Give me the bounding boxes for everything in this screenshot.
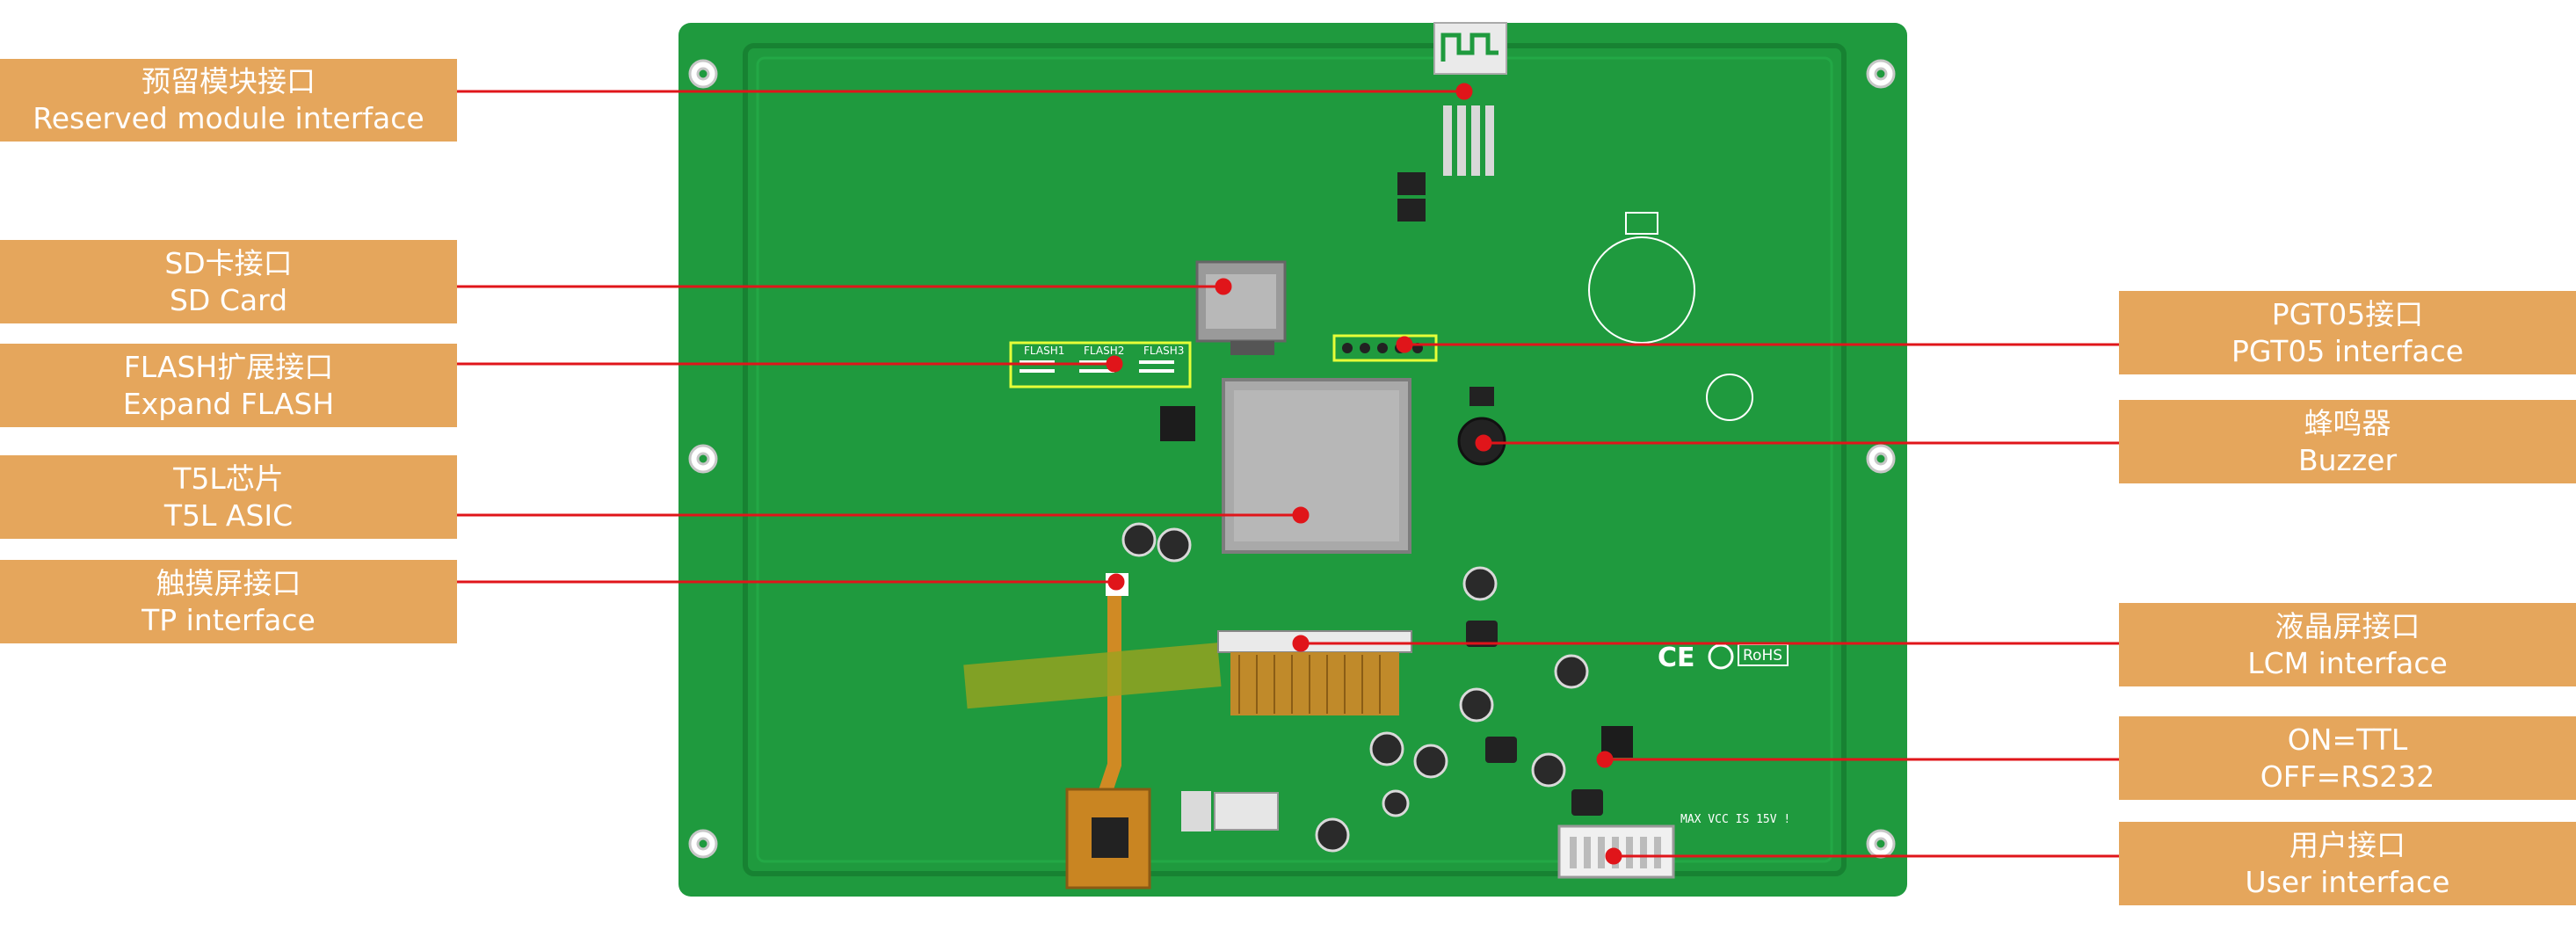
- label-tp-cn: 触摸屏接口: [156, 565, 301, 600]
- pcb-inner-trace: [743, 43, 1847, 876]
- label-user-en: User interface: [2245, 864, 2450, 899]
- flash1-silk: FLASH1: [1024, 345, 1064, 357]
- reserved-module-connector: [1397, 22, 1507, 221]
- flash3-silk: FLASH3: [1143, 345, 1184, 357]
- label-t5l-cn: T5L芯片: [173, 461, 284, 496]
- label-tp: 触摸屏接口 TP interface: [0, 560, 457, 643]
- label-lcm-cn: 液晶屏接口: [2275, 608, 2420, 643]
- label-pgt05: PGT05接口 PGT05 interface: [2119, 291, 2576, 374]
- label-sd-card-en: SD Card: [169, 282, 288, 317]
- label-flash-en: Expand FLASH: [122, 386, 335, 421]
- label-pgt05-en: PGT05 interface: [2231, 333, 2464, 368]
- t5l-chip-shield: [1222, 378, 1411, 554]
- capacitors: [1121, 522, 1589, 853]
- inductors: [1466, 621, 1603, 816]
- flash-expansion-footprints: FLASH1 FLASH2 FLASH3: [1009, 341, 1192, 388]
- label-reserved-module-cn: 预留模块接口: [141, 64, 316, 98]
- label-reserved-module-en: Reserved module interface: [33, 101, 424, 135]
- label-sd-card-cn: SD卡接口: [164, 245, 293, 280]
- max-vcc-silk: MAX VCC IS 15V !: [1680, 813, 1790, 826]
- label-buzzer: 蜂鸣器 Buzzer: [2119, 400, 2576, 483]
- label-buzzer-cn: 蜂鸣器: [2304, 405, 2391, 440]
- label-t5l: T5L芯片 T5L ASIC: [0, 455, 457, 539]
- label-user-cn: 用户接口: [2289, 827, 2405, 862]
- label-lcm: 液晶屏接口 LCM interface: [2119, 603, 2576, 686]
- label-pgt05-cn: PGT05接口: [2271, 296, 2424, 331]
- flash2-silk: FLASH2: [1084, 345, 1124, 357]
- pcb-inner-trace-2: [756, 56, 1833, 863]
- label-reserved-module: 预留模块接口 Reserved module interface: [0, 59, 457, 142]
- label-flash: FLASH扩展接口 Expand FLASH: [0, 344, 457, 427]
- sd-card-slot: [1195, 260, 1287, 355]
- pb-free-mark: [1708, 643, 1734, 670]
- label-ttl-off: OFF=RS232: [2260, 759, 2435, 794]
- lcm-fpc-connector: [1217, 630, 1412, 715]
- white-pads: [1181, 791, 1211, 831]
- label-t5l-en: T5L ASIC: [163, 497, 294, 533]
- label-sd-card: SD卡接口 SD Card: [0, 240, 457, 323]
- label-buzzer-en: Buzzer: [2297, 442, 2398, 477]
- battery-footprint: [1588, 212, 1753, 421]
- label-flash-cn: FLASH扩展接口: [123, 349, 334, 384]
- ce-mark: CE: [1658, 643, 1695, 673]
- label-lcm-en: LCM interface: [2247, 645, 2448, 680]
- label-user: 用户接口 User interface: [2119, 822, 2576, 905]
- rohs-mark: RoHS: [1743, 647, 1782, 664]
- label-ttl-on: ON=TTL: [2287, 722, 2408, 757]
- leader-lines: [457, 83, 2119, 865]
- label-tp-en: TP interface: [141, 602, 316, 637]
- power-connector: [1214, 792, 1279, 831]
- tape-strip: [963, 643, 1222, 709]
- mounting-holes: [688, 59, 1896, 859]
- small-ic: [1160, 406, 1195, 441]
- label-ttl-rs232: ON=TTL OFF=RS232: [2119, 716, 2576, 800]
